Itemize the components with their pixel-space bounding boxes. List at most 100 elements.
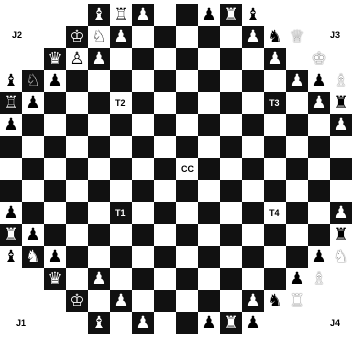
board-square[interactable] bbox=[88, 224, 110, 246]
board-square[interactable] bbox=[286, 92, 308, 114]
board-square[interactable] bbox=[242, 136, 264, 158]
board-square[interactable] bbox=[264, 180, 286, 202]
board-square[interactable] bbox=[66, 136, 88, 158]
board-square[interactable] bbox=[264, 114, 286, 136]
white-king-icon[interactable]: ♔ bbox=[66, 290, 88, 312]
board-square[interactable] bbox=[154, 4, 176, 26]
board-square[interactable] bbox=[88, 246, 110, 268]
board-square[interactable] bbox=[286, 224, 308, 246]
black-rook-icon[interactable]: ♜ bbox=[220, 4, 242, 26]
black-pawn-icon[interactable]: ♟ bbox=[110, 290, 132, 312]
board-square[interactable] bbox=[220, 70, 242, 92]
board-square[interactable] bbox=[132, 202, 154, 224]
board-square[interactable] bbox=[220, 158, 242, 180]
white-queen-icon[interactable]: ♕ bbox=[286, 26, 308, 48]
black-pawn-icon[interactable]: ♟ bbox=[198, 4, 220, 26]
board-square[interactable] bbox=[88, 180, 110, 202]
black-pawn-icon[interactable]: ♟ bbox=[110, 26, 132, 48]
board-square[interactable] bbox=[220, 290, 242, 312]
black-pawn-icon[interactable]: ♟ bbox=[44, 70, 66, 92]
black-rook-icon[interactable]: ♜ bbox=[330, 224, 352, 246]
board-square[interactable] bbox=[220, 26, 242, 48]
board-square[interactable] bbox=[0, 180, 22, 202]
board-square[interactable] bbox=[44, 202, 66, 224]
board-square[interactable] bbox=[44, 92, 66, 114]
board-square[interactable] bbox=[198, 92, 220, 114]
black-pawn-icon[interactable]: ♟ bbox=[242, 312, 264, 334]
board-square[interactable] bbox=[132, 136, 154, 158]
black-pawn-icon[interactable]: ♟ bbox=[88, 48, 110, 70]
board-square[interactable] bbox=[286, 246, 308, 268]
board-square[interactable] bbox=[132, 224, 154, 246]
board-square[interactable] bbox=[176, 92, 198, 114]
board-square[interactable] bbox=[198, 268, 220, 290]
white-rook-icon[interactable]: ♖ bbox=[110, 4, 132, 26]
board-square[interactable] bbox=[242, 246, 264, 268]
board-square[interactable] bbox=[44, 136, 66, 158]
board-square[interactable] bbox=[242, 202, 264, 224]
black-pawn-icon[interactable]: ♟ bbox=[308, 70, 330, 92]
board-square[interactable] bbox=[220, 180, 242, 202]
black-pawn-icon[interactable]: ♟ bbox=[22, 224, 44, 246]
board-square[interactable] bbox=[154, 246, 176, 268]
board-square[interactable] bbox=[22, 202, 44, 224]
board-square[interactable] bbox=[154, 158, 176, 180]
board-square[interactable] bbox=[198, 114, 220, 136]
board-square[interactable] bbox=[176, 136, 198, 158]
board-square[interactable] bbox=[176, 114, 198, 136]
board-square[interactable] bbox=[198, 70, 220, 92]
board-square[interactable] bbox=[286, 180, 308, 202]
board-square[interactable] bbox=[308, 158, 330, 180]
board-square[interactable] bbox=[66, 268, 88, 290]
board-square[interactable] bbox=[132, 180, 154, 202]
board-square[interactable] bbox=[198, 246, 220, 268]
board-square[interactable] bbox=[198, 224, 220, 246]
black-knight-icon[interactable]: ♞ bbox=[264, 26, 286, 48]
board-square[interactable] bbox=[176, 290, 198, 312]
black-king-icon[interactable]: ♚ bbox=[308, 48, 330, 70]
board-square[interactable] bbox=[198, 180, 220, 202]
white-rook-icon[interactable]: ♖ bbox=[0, 92, 22, 114]
black-rook-icon[interactable]: ♜ bbox=[330, 92, 352, 114]
board-square[interactable] bbox=[0, 136, 22, 158]
board-square[interactable] bbox=[308, 224, 330, 246]
board-square[interactable] bbox=[264, 268, 286, 290]
board-square[interactable] bbox=[198, 136, 220, 158]
board-square[interactable] bbox=[176, 70, 198, 92]
black-rook-icon[interactable]: ♜ bbox=[0, 224, 22, 246]
board-square[interactable] bbox=[264, 246, 286, 268]
board-square[interactable] bbox=[220, 224, 242, 246]
black-knight-icon[interactable]: ♞ bbox=[330, 246, 352, 268]
board-square[interactable] bbox=[308, 114, 330, 136]
board-square[interactable] bbox=[308, 202, 330, 224]
board-square[interactable] bbox=[220, 114, 242, 136]
black-pawn-icon[interactable]: ♟ bbox=[330, 202, 352, 224]
black-pawn-icon[interactable]: ♟ bbox=[286, 268, 308, 290]
board-square[interactable] bbox=[198, 202, 220, 224]
board-square[interactable] bbox=[286, 114, 308, 136]
board-square[interactable] bbox=[66, 224, 88, 246]
board-square[interactable] bbox=[154, 290, 176, 312]
board-square[interactable] bbox=[132, 246, 154, 268]
board-square[interactable] bbox=[220, 48, 242, 70]
board-square[interactable] bbox=[330, 158, 352, 180]
black-bishop-icon[interactable]: ♝ bbox=[88, 4, 110, 26]
white-bishop-icon[interactable]: ♗ bbox=[330, 70, 352, 92]
board-square[interactable] bbox=[242, 224, 264, 246]
black-pawn-icon[interactable]: ♟ bbox=[88, 268, 110, 290]
black-pawn-icon[interactable]: ♟ bbox=[132, 312, 154, 334]
board-square[interactable] bbox=[110, 48, 132, 70]
black-bishop-icon[interactable]: ♝ bbox=[0, 70, 22, 92]
board-square[interactable] bbox=[44, 180, 66, 202]
black-queen-icon[interactable]: ♛ bbox=[44, 268, 66, 290]
white-knight-icon[interactable]: ♘ bbox=[22, 70, 44, 92]
board-square[interactable] bbox=[154, 136, 176, 158]
board-square[interactable] bbox=[286, 48, 308, 70]
board-square[interactable] bbox=[132, 92, 154, 114]
board-square[interactable] bbox=[242, 48, 264, 70]
black-pawn-icon[interactable]: ♟ bbox=[242, 290, 264, 312]
board-square[interactable] bbox=[132, 70, 154, 92]
board-square[interactable] bbox=[66, 92, 88, 114]
board-square[interactable] bbox=[176, 268, 198, 290]
board-square[interactable] bbox=[110, 136, 132, 158]
